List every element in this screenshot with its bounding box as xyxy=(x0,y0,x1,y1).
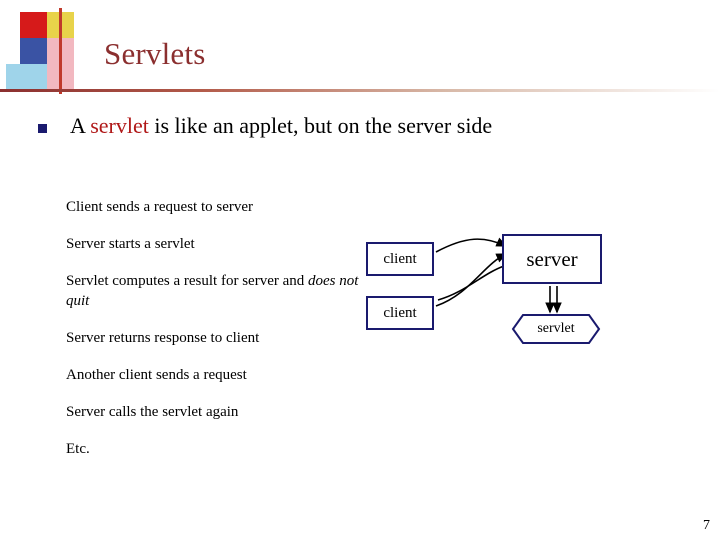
square-bullet-icon xyxy=(38,124,47,133)
title-underline-rule xyxy=(0,89,720,92)
list-item: Etc. xyxy=(66,441,90,458)
list-item: Server calls the servlet again xyxy=(66,404,239,421)
diagram-arrows xyxy=(435,237,562,314)
diagram-node-client-bottom: client xyxy=(366,296,434,330)
bullet-prefix: A xyxy=(70,113,91,138)
list-item: Servlet computes a result for server and… xyxy=(66,272,366,310)
list-item-text: Servlet computes a result for server and xyxy=(66,273,308,290)
list-item-emphasis: does not quit xyxy=(66,273,359,309)
decorative-logo-blocks xyxy=(0,0,90,94)
logo-block-blue xyxy=(20,38,47,64)
bullet-keyword: servlet xyxy=(90,113,149,138)
main-bullet-text: A servlet is like an applet, but on the … xyxy=(70,113,492,139)
servlet-hexagon-shape xyxy=(511,314,601,344)
slide-title: Servlets xyxy=(104,36,206,71)
logo-block-red xyxy=(20,12,47,38)
servlet-diagram: client client server servlet xyxy=(366,230,626,355)
logo-block-light-blue xyxy=(6,64,47,90)
logo-vertical-rule xyxy=(59,8,62,94)
list-item: Another client sends a request xyxy=(66,366,247,383)
arrow-server-to-client xyxy=(437,265,505,301)
list-item: Server starts a servlet xyxy=(66,236,195,253)
arrow-client-bottom-to-server xyxy=(435,253,508,307)
diagram-node-server: server xyxy=(502,234,602,284)
main-bullet-row: A servlet is like an applet, but on the … xyxy=(38,113,678,139)
body-line-list: Client sends a request to server Server … xyxy=(66,198,366,478)
list-item: Server returns response to client xyxy=(66,329,260,346)
page-number: 7 xyxy=(703,518,710,533)
arrow-client-top-to-server xyxy=(435,237,508,253)
bullet-suffix: is like an applet, but on the server sid… xyxy=(148,113,493,138)
diagram-node-client-top: client xyxy=(366,242,434,276)
diagram-node-servlet: servlet xyxy=(537,321,575,336)
diagram-node-servlet-wrap: servlet xyxy=(511,314,601,344)
list-item: Client sends a request to server xyxy=(66,199,254,215)
